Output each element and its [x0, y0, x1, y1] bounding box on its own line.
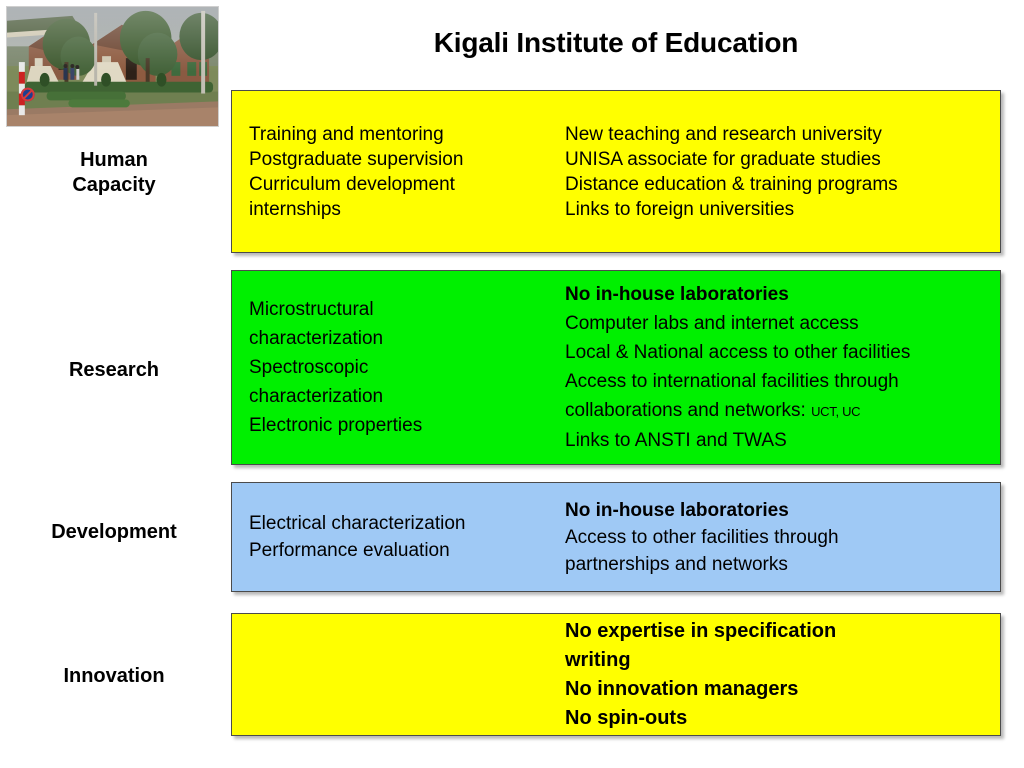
row-label-development: Development — [51, 521, 177, 543]
panel-innovation: No expertise in specification writing No… — [231, 613, 1001, 736]
list-item: New teaching and research university — [565, 123, 882, 145]
panel-research-right-column: No in-house laboratories Computer labs a… — [562, 280, 1000, 455]
panel-development-left-column: Electrical characterization Performance … — [232, 510, 562, 564]
list-item: collaborations and networks: UCT, UC — [565, 396, 990, 426]
row-label-line: Human — [80, 149, 148, 171]
row-label-human-capacity: Human Capacity — [0, 148, 228, 198]
list-item: characterization — [249, 386, 384, 407]
list-item: Access to international facilities throu… — [565, 371, 899, 392]
campus-photo — [6, 6, 219, 127]
list-item: No spin-outs — [565, 706, 688, 729]
panel-human-capacity: Training and mentoring Postgraduate supe… — [231, 90, 1001, 253]
panel-research-left-column: Microstructural characterization Spectro… — [232, 295, 562, 440]
panel-human-capacity-left-column: Training and mentoring Postgraduate supe… — [232, 122, 562, 222]
list-item: Distance education & training programs — [565, 173, 898, 195]
panel-research: Microstructural characterization Spectro… — [231, 270, 1001, 465]
list-item-heading: No in-house laboratories — [565, 284, 789, 305]
list-item: Computer labs and internet access — [565, 313, 859, 334]
panel-development: Electrical characterization Performance … — [231, 482, 1001, 592]
list-item: Links to ANSTI and TWAS — [565, 430, 787, 451]
panel-development-right-column: No in-house laboratories Access to other… — [562, 497, 1000, 578]
list-item-text: collaborations and networks: — [565, 400, 812, 421]
list-item: Local & National access to other facilit… — [565, 342, 911, 363]
list-item: Electronic properties — [249, 415, 423, 436]
campus-photo-image — [7, 7, 218, 126]
list-item: Electrical characterization — [249, 513, 466, 534]
list-item-tail-text: UCT, UC — [811, 404, 861, 419]
list-item: characterization — [249, 328, 384, 349]
list-item: Microstructural — [249, 299, 374, 320]
panel-human-capacity-right-column: New teaching and research university UNI… — [562, 122, 1000, 222]
list-item: No expertise in specification — [565, 619, 837, 642]
list-item: Training and mentoring — [249, 123, 444, 145]
row-label-innovation: Innovation — [63, 665, 165, 687]
list-item: partnerships and networks — [565, 553, 788, 575]
row-label-line: Capacity — [72, 174, 156, 196]
list-item: Curriculum development — [249, 173, 455, 195]
row-label-research: Research — [68, 359, 160, 381]
list-item: UNISA associate for graduate studies — [565, 148, 881, 170]
list-item: Postgraduate supervision — [249, 148, 464, 170]
list-item: Spectroscopic — [249, 357, 369, 378]
list-item-heading: No in-house laboratories — [565, 499, 789, 521]
list-item: No innovation managers — [565, 677, 799, 700]
list-item: writing — [565, 648, 631, 671]
page-title: Kigali Institute of Education — [433, 27, 799, 58]
list-item: internships — [249, 198, 341, 220]
list-item: Performance evaluation — [249, 540, 450, 561]
list-item: Access to other facilities through — [565, 526, 839, 548]
list-item: Links to foreign universities — [565, 198, 795, 220]
panel-innovation-right-column: No expertise in specification writing No… — [562, 617, 1000, 733]
